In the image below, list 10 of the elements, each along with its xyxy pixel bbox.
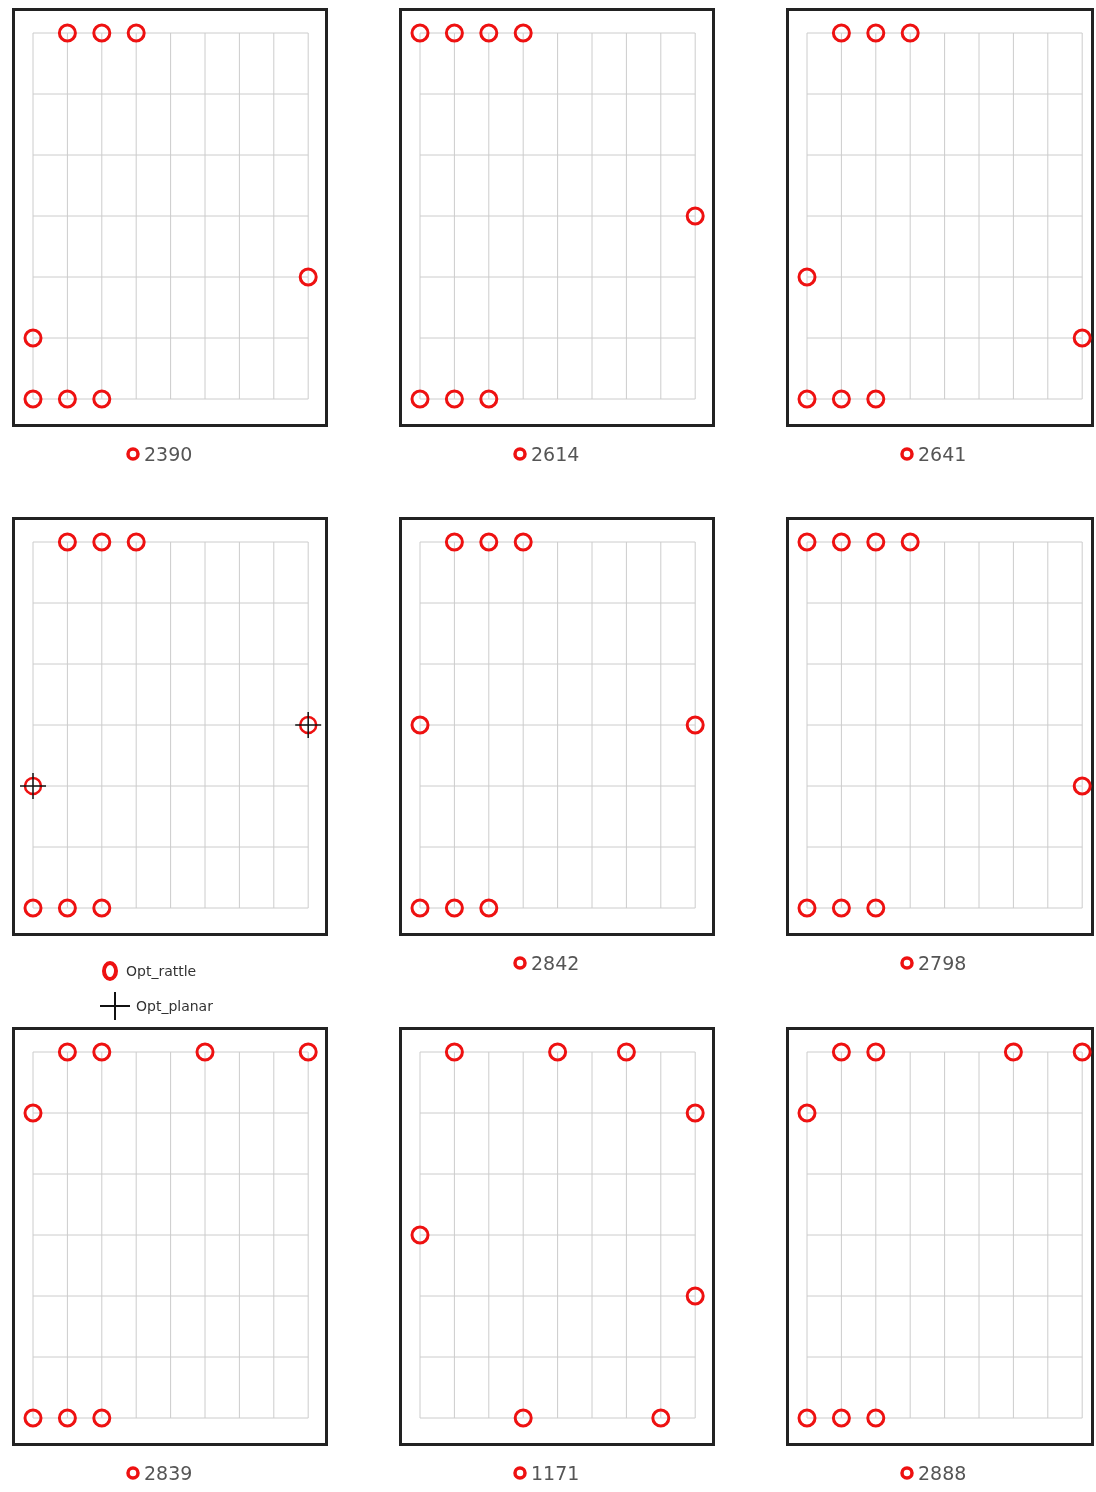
panel-caption: 2798 bbox=[918, 952, 967, 974]
panel-caption: 1171 bbox=[531, 1462, 580, 1484]
panel-caption: 2839 bbox=[144, 1462, 193, 1484]
legend-text: Opt_rattle bbox=[126, 963, 197, 979]
legend-text: Opt_planar bbox=[136, 998, 213, 1014]
panel-caption: 2390 bbox=[144, 443, 193, 465]
panel-caption: 2888 bbox=[918, 1462, 967, 1484]
panel-caption: 2842 bbox=[531, 952, 580, 974]
panel-caption: 2641 bbox=[918, 443, 967, 465]
panel-caption: 2614 bbox=[531, 443, 580, 465]
